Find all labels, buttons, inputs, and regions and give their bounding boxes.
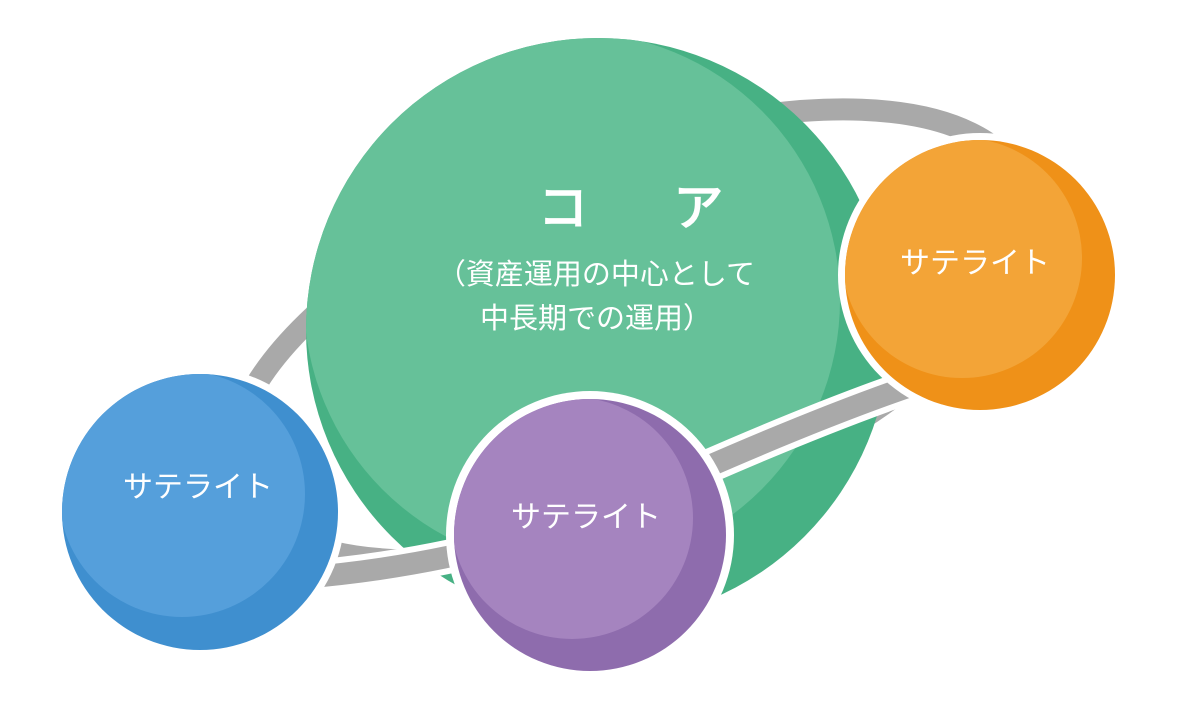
core-title: コ ア [538, 179, 757, 237]
satellite-orange: サテライト [838, 133, 1122, 417]
core-subtitle-line2: 中長期での運用） [480, 301, 712, 335]
satellite-orange-label: サテライト [900, 246, 1050, 281]
satellite-blue-label: サテライト [123, 470, 273, 505]
satellite-purple-label: サテライト [511, 500, 661, 535]
core-circle [306, 38, 890, 622]
satellite-blue: サテライト [55, 367, 345, 657]
core-subtitle-line1: （資産運用の中心として [437, 257, 755, 291]
satellite-purple: サテライト [446, 391, 734, 679]
